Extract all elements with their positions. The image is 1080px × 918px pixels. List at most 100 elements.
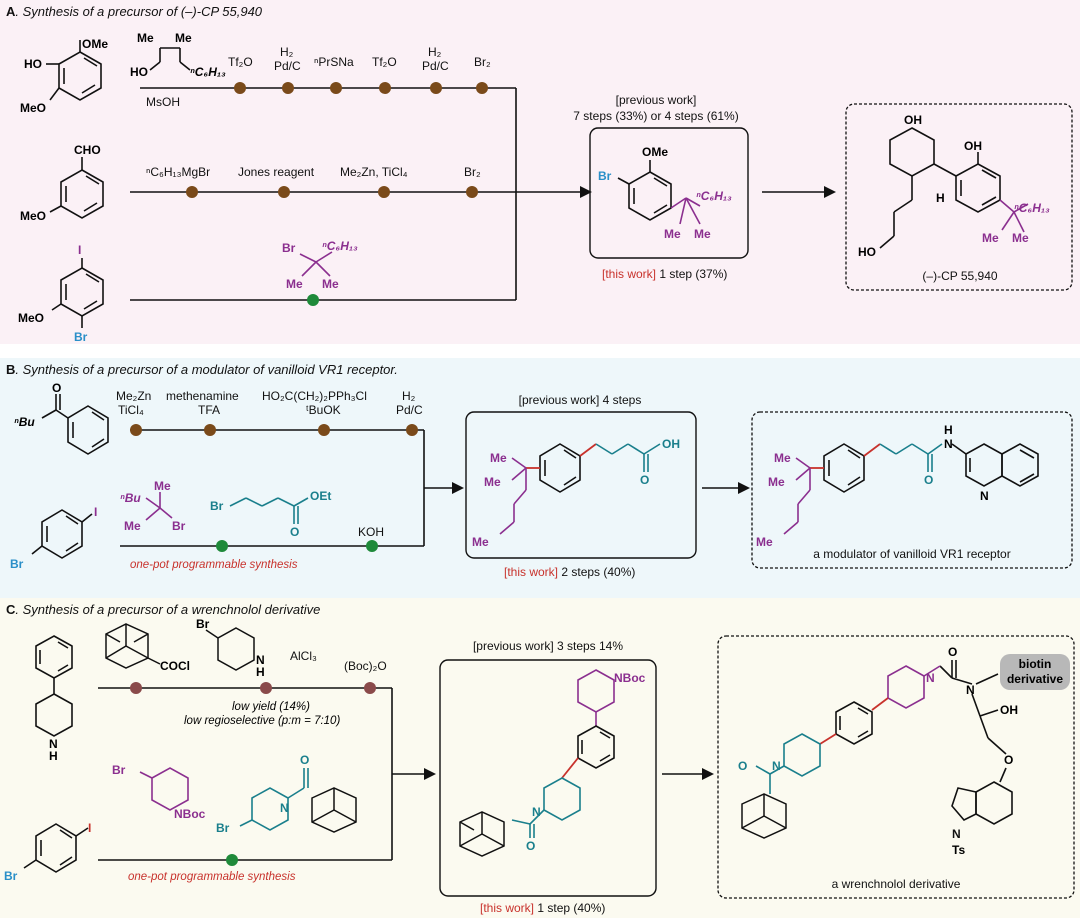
a-target-cyclohexane [879, 127, 957, 249]
b-target-quinoline [951, 443, 1039, 487]
a-target-arrowhead [824, 186, 836, 198]
a-target-arene [955, 152, 1001, 213]
a-product-br: Br [598, 169, 612, 183]
c-target-n-urea: N [966, 683, 975, 697]
c-cocl: COCl [160, 659, 190, 673]
sm1-benzene [46, 40, 102, 101]
b-reagent-a [145, 492, 173, 521]
c-target-arene [835, 701, 873, 745]
b-target-me3: Me [756, 535, 773, 549]
b-sm2-ring [31, 509, 93, 559]
b-rb-br: Br [210, 499, 224, 513]
c-target-biotin-badge [1000, 654, 1070, 690]
c-target-o-amide: O [738, 759, 747, 773]
r1-pdc: Pd/C [274, 59, 301, 73]
b-ra-bu: ⁿBu [120, 491, 141, 505]
c-rb-o: O [300, 753, 309, 767]
b-target-ring [823, 443, 865, 493]
b-target-me1: Me [774, 451, 791, 465]
c-product-nboc: NBoc [614, 671, 646, 685]
c-arrowhead-1 [424, 768, 436, 780]
r1-pdc-2: Pd/C [422, 59, 449, 73]
b-target-new-bond-2 [863, 443, 881, 457]
b-product-new-bond-2 [579, 443, 597, 457]
a-previous-steps: 7 steps (33%) or 4 steps (61%) [573, 109, 738, 123]
b-target-box [751, 411, 1073, 569]
a-target-me2: Me [1012, 231, 1029, 245]
c-target-pip-teal [755, 733, 821, 794]
sm3-iodo: I [78, 243, 81, 257]
c-sm2-iodo: I [88, 821, 91, 835]
b-arrowhead-1 [452, 482, 464, 494]
b-product-me2: Me [484, 475, 501, 489]
a-product-ring [617, 160, 672, 221]
c-ra-nboc: NBoc [174, 807, 206, 821]
b-product-alkyl [499, 457, 527, 535]
c-reagent-pip [205, 627, 255, 671]
c-reagent-b-adamantane [311, 787, 357, 833]
r3-me2: Me [322, 277, 339, 291]
b-r-wittig: HO₂C(CH₂)₂PPh₃Cl [262, 389, 367, 403]
sm3-bromo: Br [74, 330, 88, 344]
a-product-c6h13: ⁿC₆H₁₃ [696, 189, 732, 203]
c-pip-h: H [256, 665, 265, 679]
c-target-biotin: biotin [1019, 657, 1052, 671]
b-target-me2: Me [768, 475, 785, 489]
c-pip-n: N [256, 653, 265, 667]
sm1-oh: HO [24, 57, 42, 71]
b-target-n-quinoline: N [980, 489, 989, 503]
b-r-pdc: Pd/C [396, 403, 423, 417]
c-target-indole-n: N [952, 827, 961, 841]
c-target-n-teal: N [772, 759, 781, 773]
c-target-oh: OH [1000, 703, 1018, 717]
a-product-me2: Me [694, 227, 711, 241]
b-ra-me1: Me [154, 479, 171, 493]
r2-br2: Br₂ [464, 165, 481, 179]
c-reagent-b [239, 768, 309, 831]
b-target-name: a modulator of vanilloid VR1 receptor [813, 547, 1010, 561]
c-target-new-bond-1 [871, 697, 889, 711]
b-r-h2: H₂ [402, 389, 416, 403]
sm3-benzene [51, 258, 104, 328]
alcohol-c6h13: ⁿC₆H₁₃ [190, 65, 226, 79]
r1-h2: H₂ [280, 45, 294, 59]
r3-me1: Me [286, 277, 303, 291]
c-onepot: one-pot programmable synthesis [128, 871, 296, 883]
b-product-oh: OH [662, 437, 680, 451]
panel-a-scheme: OMe HO MeO Me Me HO ⁿC₆H₁₃ MsOH Tf₂O H₂ … [18, 31, 1073, 344]
c-target-urea [939, 660, 1007, 755]
a-target-h: H [936, 191, 945, 205]
alcohol-ho: HO [130, 65, 148, 79]
r1-br2: Br₂ [474, 55, 491, 69]
c-product-boc-pip [577, 669, 615, 726]
c-alcl3: AlCl₃ [290, 649, 317, 663]
b-arrowhead-2 [738, 482, 750, 494]
c-target-adamantane [741, 793, 787, 839]
b-r-tbuok: ᵗBuOK [306, 403, 341, 417]
c-target-biotin-derivative: derivative [1007, 672, 1063, 686]
a-target-name: (–)-CP 55,940 [922, 269, 997, 283]
r2-me2zn: Me₂Zn, TiCl₄ [340, 165, 408, 179]
panel-a-title: A. Synthesis of a precursor of (–)-CP 55… [6, 4, 263, 19]
b-target-alkyl [783, 457, 811, 535]
r1-h2-2: H₂ [428, 45, 442, 59]
a-target-oh1: OH [904, 113, 922, 127]
alcohol-reagent [149, 47, 191, 71]
c-rb-br: Br [216, 821, 230, 835]
c-sm1-n: N [49, 737, 58, 751]
c-route-2-node [226, 854, 238, 866]
b-route-2-nodes [216, 540, 378, 552]
b-target-chain [879, 443, 943, 472]
b-route-1-nodes [130, 424, 418, 436]
reagent-3-skeleton [299, 251, 333, 277]
route-2-arrowhead [580, 186, 592, 198]
a-product-tail [670, 197, 701, 225]
c-target-pip-purple [887, 665, 941, 709]
b-target-o: O [924, 473, 933, 487]
r1-tf2o-2: Tf₂O [372, 55, 397, 69]
panel-b-title: B. Synthesis of a precursor of a modulat… [6, 362, 398, 377]
a-target-box [845, 103, 1073, 291]
sm3-ome: MeO [18, 311, 44, 325]
c-target-ts: Ts [952, 843, 965, 857]
b-onepot: one-pot programmable synthesis [130, 559, 298, 571]
